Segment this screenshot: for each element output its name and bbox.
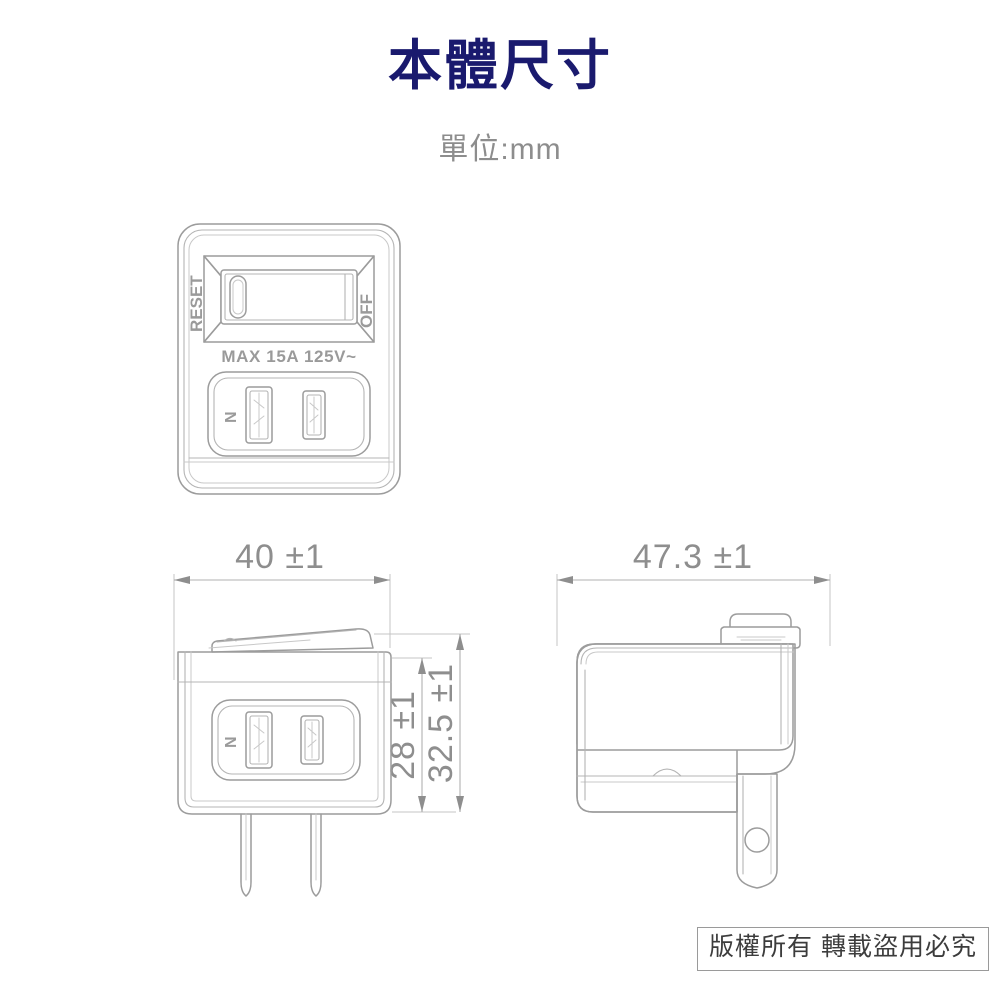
- side-view-drawing: 47.3 ±1: [545, 530, 875, 930]
- dimension-height-total: 32.5 ±1: [422, 663, 460, 783]
- page-title: 本體尺寸: [388, 36, 612, 96]
- bottom-neutral-label: N: [223, 736, 240, 748]
- dimension-height-body: 28 ±1: [384, 690, 422, 780]
- copyright-notice: 版權所有 轉載盜用必究: [697, 927, 989, 971]
- dimension-width-bottom: 40 ±1: [235, 538, 325, 576]
- front-reset-label: RESET: [187, 275, 206, 332]
- bottom-view-drawing: 40 ±1 28 ±1 32.5 ±1: [160, 530, 520, 930]
- front-off-label: OFF: [357, 294, 376, 328]
- front-neutral-label: N: [223, 411, 240, 423]
- front-rating-label: MAX 15A 125V~: [221, 347, 356, 366]
- dimension-width-side: 47.3 ±1: [633, 538, 753, 576]
- front-view-drawing: RESET OFF MAX 15A 125V~ N: [160, 210, 430, 510]
- page-subtitle: 單位:mm: [438, 133, 562, 166]
